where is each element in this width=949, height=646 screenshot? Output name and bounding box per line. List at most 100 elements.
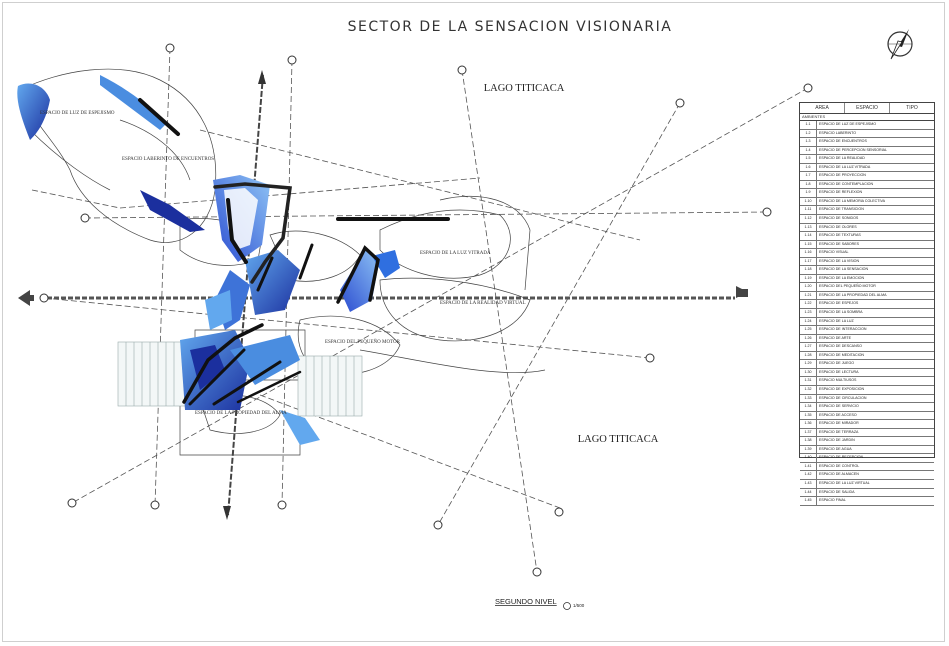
legend-code: 1.20: [800, 283, 817, 291]
grid-bubbles: [39, 43, 813, 577]
legend-space-name: ESPACIO DE MIRADOR: [819, 421, 859, 426]
legend-code: 1.15: [800, 240, 817, 249]
dark-beams: [138, 98, 450, 406]
legend-code: 1.44: [800, 488, 817, 497]
legend-space-name: ESPACIO DE SABORES: [819, 241, 860, 246]
legend-space-name: ESPACIO DE JUEGO: [819, 361, 855, 366]
legend-space-name: ESPACIO DE ALMACEN: [819, 472, 859, 477]
zone-label-realidad: ESPACIO DE LA REALIDAD VIRTUAL: [440, 301, 526, 306]
legend-space-name: ESPACIO DE LA LUZ VIRTUAL: [819, 480, 870, 485]
legend-space-name: ESPACIO DE CIRCULACION: [819, 395, 867, 400]
lake-label-north: LAGO TITICACA: [484, 83, 565, 94]
legend-space-name: ESPACIO DE SERVICIO: [819, 404, 859, 409]
legend-code: 1.36: [800, 420, 817, 428]
legend-code: 1.11: [800, 206, 817, 215]
legend-space-name: ESPACIO DE ACCESO: [819, 412, 857, 417]
legend-code: 1.21: [800, 291, 817, 300]
zone-label-laberinto: ESPACIO LABERINTO DE ENCUENTROS: [122, 157, 214, 162]
legend-code: 1.28: [800, 351, 817, 360]
legend-space-name: ESPACIO DE REFLEXION: [819, 190, 863, 195]
legend-code: 1.34: [800, 403, 817, 411]
legend-code: 1.16: [800, 249, 817, 257]
legend-space-name: ESPACIO DE LA SENSACION: [819, 267, 869, 272]
legend-code: 1.30: [800, 368, 817, 377]
zone-label-propiedad-alma: ESPACIO DE LA PROPIEDAD DEL ALMA: [195, 411, 287, 416]
legend-space-name: ESPACIO DEL PEQUEÑO MOTOR: [819, 284, 876, 289]
legend-space-name: ESPACIO DE TERRAZA: [819, 429, 859, 434]
legend-space-name: ESPACIO VISUAL: [819, 250, 849, 255]
legend-space-name: ESPACIO LABERINTO: [819, 130, 857, 135]
legend-space-name: ESPACIO DE JARDIN: [819, 438, 855, 443]
legend-code: 1.35: [800, 411, 817, 420]
legend-code: 1.38: [800, 437, 817, 445]
legend-subheader: AMBIENTES: [800, 114, 934, 121]
legend-code: 1.31: [800, 377, 817, 385]
legend-space-name: ESPACIO DE LA VISION: [819, 258, 860, 263]
main-axis: [18, 286, 748, 306]
legend-space-name: ESPACIO DE TRANSICION: [819, 207, 864, 212]
legend-space-name: ESPACIO DE DESCANSO: [819, 344, 862, 349]
legend-space-name: ESPACIO DE LUZ DE ESPEJISMO: [819, 122, 877, 126]
legend-code: 1.37: [800, 428, 817, 437]
legend-space-name: ESPACIO DE MEDITACION: [819, 352, 864, 357]
legend-space-name: ESPACIO DE ARTE: [819, 335, 852, 340]
legend-code: 1.10: [800, 197, 817, 206]
legend-header-area: AREA: [800, 103, 845, 113]
legend-space-name: ESPACIO DE LA REALIDAD: [819, 156, 865, 161]
legend-space-name: ESPACIO DE ENCUENTROS: [819, 139, 867, 144]
legend-code: 1.17: [800, 257, 817, 266]
legend-code: 1.25: [800, 326, 817, 334]
legend-code: 1.41: [800, 462, 817, 471]
zone-label-luz-vitrada: ESPACIO DE LA LUZ VITRADA: [420, 251, 491, 256]
legend-space-name: ESPACIO DE INTERACCION: [819, 327, 867, 332]
legend-space-name: ESPACIO DE CONTROL: [819, 463, 860, 468]
legend-code: 1.6: [800, 163, 817, 172]
legend-space-name: ESPACIO DE LA SOMBRA: [819, 310, 863, 315]
legend-code: 1.9: [800, 189, 817, 197]
legend-space-name: ESPACIO DE TEXTURAS: [819, 233, 861, 238]
legend-code: 1.27: [800, 343, 817, 351]
blue-volumes: [17, 75, 400, 445]
plan-label: SEGUNDO NIVEL: [495, 597, 557, 606]
legend-code: 1.32: [800, 385, 817, 394]
scale-symbol-icon: [563, 602, 571, 610]
legend-code: 1.45: [800, 497, 817, 505]
legend-code: 1.5: [800, 155, 817, 163]
legend-code: 1.13: [800, 223, 817, 232]
legend-header-tipo: TIPO: [906, 105, 918, 111]
legend-code: 1.29: [800, 360, 817, 368]
legend-space-name: ESPACIO DE EXPOSICION: [819, 386, 865, 391]
legend-space-name: ESPACIO FINAL: [819, 498, 846, 503]
legend-code: 1.40: [800, 454, 817, 462]
scale-label: 1/500: [573, 603, 585, 608]
north-arrow-icon: [887, 29, 913, 60]
legend-code: 1.14: [800, 232, 817, 240]
